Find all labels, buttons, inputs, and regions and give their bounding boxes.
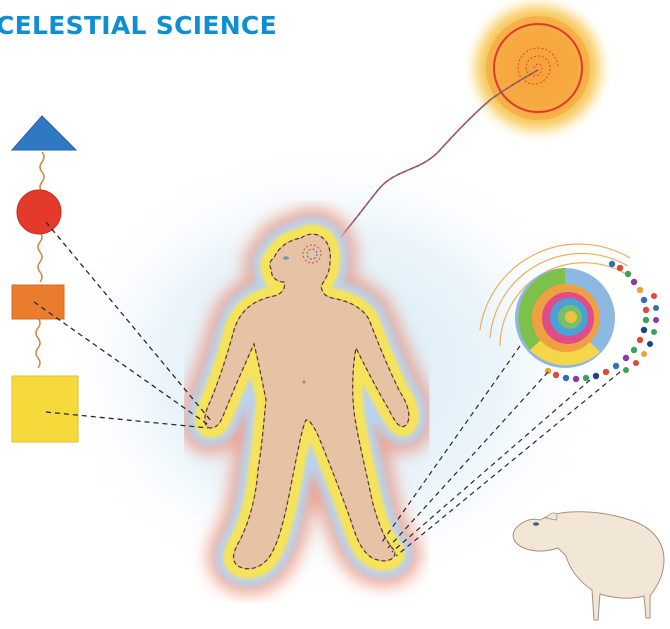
red-circle-icon bbox=[17, 190, 61, 234]
wavy-connector bbox=[36, 318, 40, 368]
wavy-connector bbox=[40, 152, 44, 192]
wavy-connector bbox=[38, 232, 42, 282]
yellow-square-icon bbox=[12, 376, 78, 442]
blue-triangle-icon bbox=[12, 116, 76, 150]
orange-rectangle-icon bbox=[12, 285, 64, 319]
sheep-icon bbox=[513, 512, 664, 620]
shape-chain bbox=[12, 116, 78, 442]
